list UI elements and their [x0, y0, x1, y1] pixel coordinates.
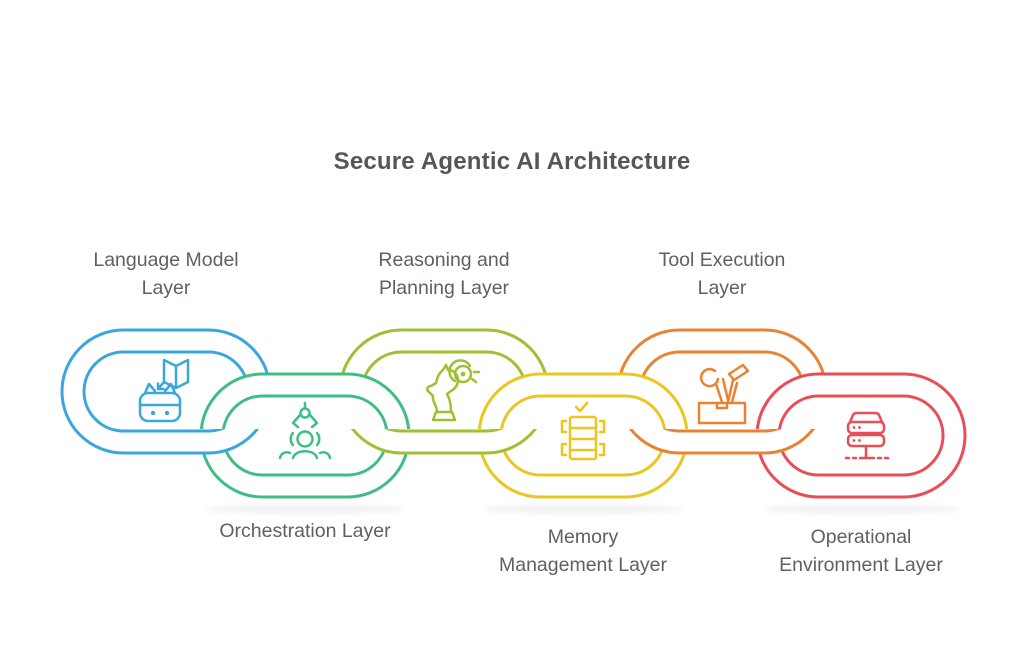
label-language-model-layer: Language Model Layer — [16, 246, 316, 302]
link-shadow — [483, 504, 683, 514]
label-line: Tool Execution — [658, 249, 786, 271]
label-orchestration-layer: Orchestration Layer — [155, 517, 455, 545]
link-shadow — [205, 504, 405, 514]
label-operational-environment-layer: Operational Environment Layer — [711, 523, 1011, 579]
label-line: Language Model — [93, 249, 239, 271]
label-line: Orchestration Layer — [219, 520, 391, 542]
label-reasoning-planning-layer: Reasoning and Planning Layer — [294, 246, 594, 302]
label-line: Memory — [547, 526, 619, 548]
label-tool-execution-layer: Tool Execution Layer — [572, 246, 872, 302]
label-line: Operational — [810, 526, 912, 548]
label-line: Layer — [697, 277, 747, 299]
label-line: Management Layer — [498, 554, 668, 576]
label-memory-management-layer: Memory Management Layer — [433, 523, 733, 579]
label-line: Environment Layer — [779, 554, 943, 576]
label-line: Layer — [141, 277, 191, 299]
label-line: Planning Layer — [378, 277, 510, 299]
diagram-title: Secure Agentic AI Architecture — [333, 148, 691, 175]
link-shadow — [761, 504, 961, 514]
label-line: Reasoning and — [378, 249, 510, 271]
